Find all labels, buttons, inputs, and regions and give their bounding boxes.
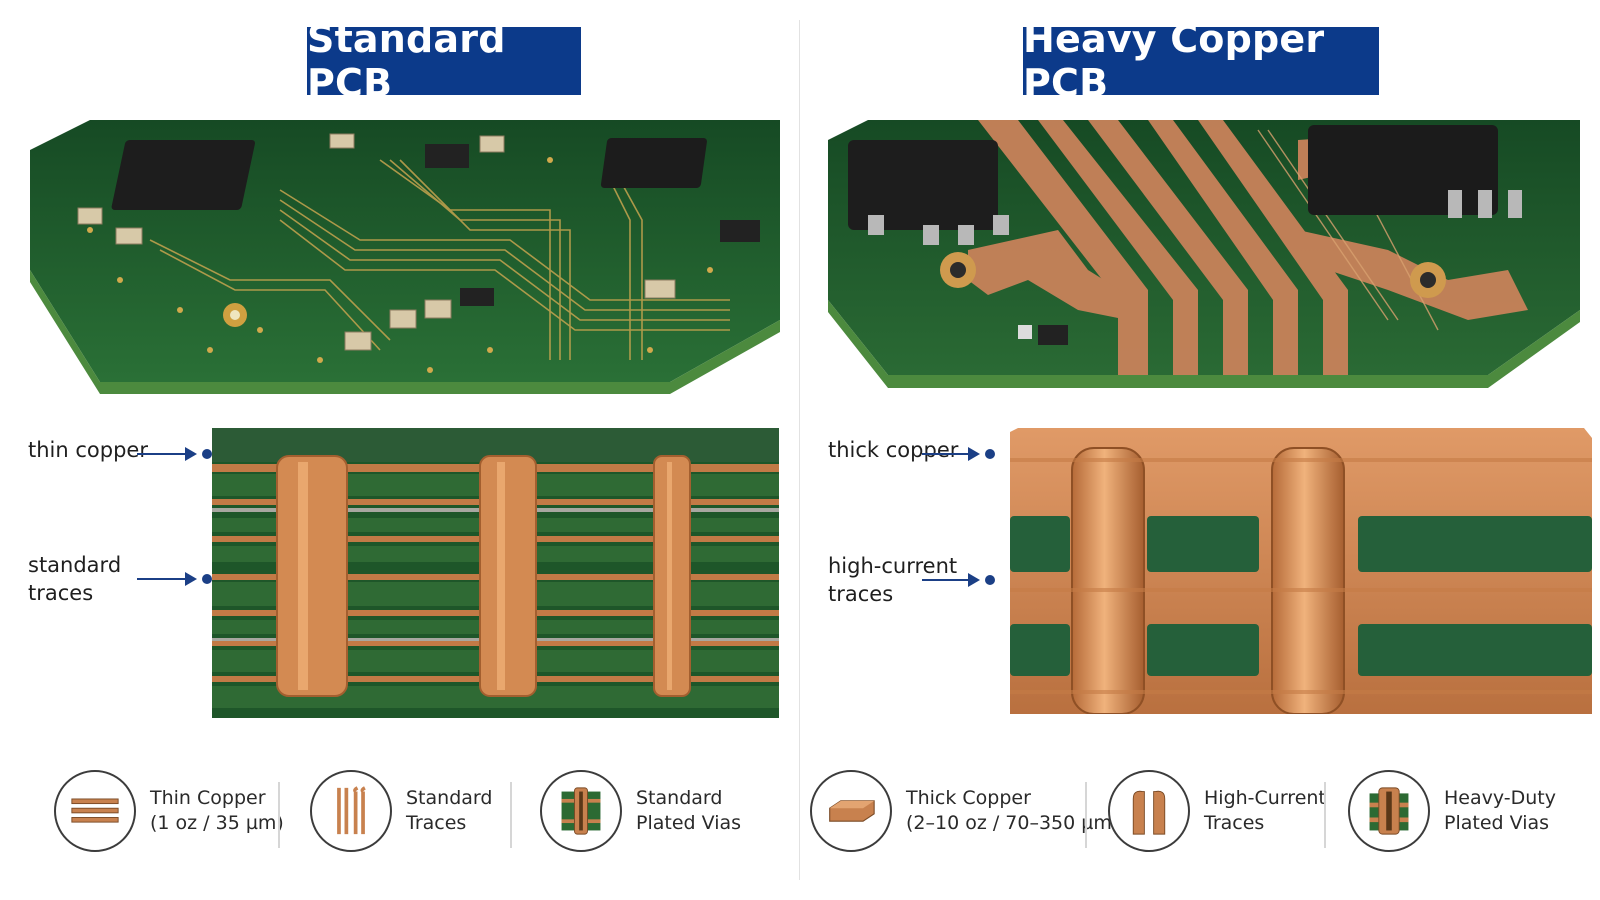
- heavy-copper-pcb-panel: Heavy Copper PCB: [800, 0, 1600, 900]
- panel-divider: [799, 20, 800, 880]
- thin-copper-legend-line-1: Thin Copper: [150, 787, 266, 809]
- high-current-traces-legend-line-2: Traces: [1204, 812, 1265, 834]
- standard-pcb-title: Standard PCB: [307, 17, 581, 105]
- heavy-copper-pcb-cross-section: [1010, 428, 1592, 733]
- legend-separator: [1085, 782, 1087, 848]
- standard-vias-legend-line-2: Plated Vias: [636, 812, 742, 834]
- heavy-vias-legend-line-1: Heavy-Duty: [1444, 787, 1556, 809]
- high-current-traces-marker: [985, 575, 995, 585]
- thick-copper-callout: thick copper: [828, 438, 959, 462]
- heavy-via-icon: [1348, 770, 1430, 852]
- legend-separator: [510, 782, 512, 848]
- thick-copper-legend-line-2: (2–10 oz / 70–350 µm): [906, 812, 1120, 834]
- high-current-traces-legend-line-1: High-Current: [1204, 787, 1326, 809]
- layered-copper-icon: [54, 770, 136, 852]
- high-current-traces-arrow: [922, 573, 980, 587]
- standard-pcb-photo: [30, 120, 780, 410]
- thin-traces-icon: [310, 770, 392, 852]
- heavy-vias-legend-line-2: Plated Vias: [1444, 812, 1550, 834]
- standard-traces-arrow: [137, 572, 197, 586]
- standard-traces-callout: standard traces: [28, 553, 122, 605]
- thick-copper-marker: [985, 449, 995, 459]
- thick-copper-legend: Thick Copper (2–10 oz / 70–350 µm): [810, 770, 1119, 852]
- standard-pcb-cross-section: [212, 428, 779, 733]
- copper-slab-icon: [810, 770, 892, 852]
- high-current-traces-callout: high-current traces: [828, 554, 958, 606]
- thin-copper-callout: thin copper: [28, 438, 148, 462]
- thick-traces-icon: [1108, 770, 1190, 852]
- thick-copper-legend-line-1: Thick Copper: [906, 787, 1031, 809]
- thin-copper-arrow: [137, 447, 197, 461]
- standard-vias-legend: Standard Plated Vias: [540, 770, 741, 852]
- legend-separator: [1324, 782, 1326, 848]
- standard-traces-marker: [202, 574, 212, 584]
- legend-separator: [278, 782, 280, 848]
- heavy-copper-pcb-photo: [828, 120, 1580, 410]
- standard-vias-legend-line-1: Standard: [636, 787, 723, 809]
- standard-pcb-panel: Standard PCB: [28, 17, 780, 852]
- standard-traces-legend-line-2: Traces: [406, 812, 467, 834]
- plated-via-icon: [540, 770, 622, 852]
- thin-copper-legend: Thin Copper (1 oz / 35 µm): [54, 770, 284, 852]
- standard-traces-legend-line-1: Standard: [406, 787, 493, 809]
- high-current-traces-legend: High-Current Traces: [1108, 770, 1326, 852]
- thin-copper-legend-line-2: (1 oz / 35 µm): [150, 812, 284, 834]
- heavy-copper-pcb-title: Heavy Copper PCB: [1023, 17, 1379, 105]
- thick-copper-arrow: [922, 447, 980, 461]
- thin-copper-marker: [202, 449, 212, 459]
- heavy-vias-legend: Heavy-Duty Plated Vias: [1348, 770, 1556, 852]
- standard-traces-legend: Standard Traces: [310, 770, 492, 852]
